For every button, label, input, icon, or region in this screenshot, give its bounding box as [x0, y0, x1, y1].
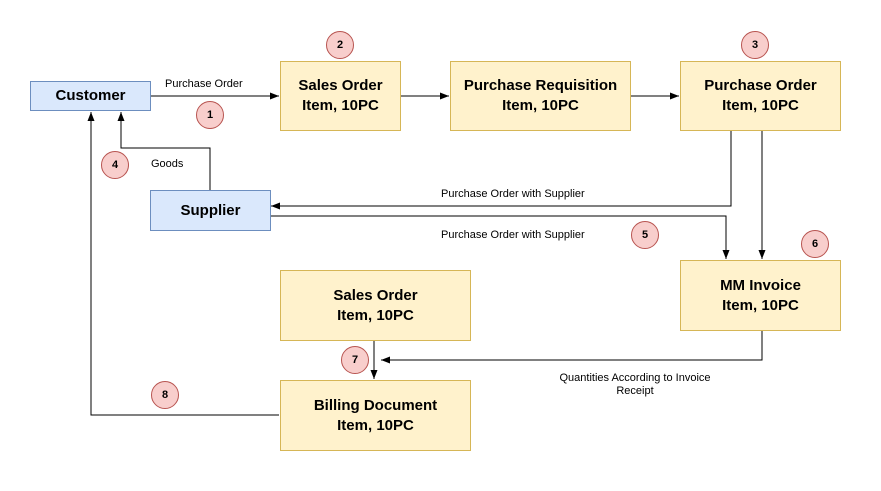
- mm-invoice-node: MM Invoice Item, 10PC: [680, 260, 841, 331]
- step-badge-2: 2: [326, 31, 354, 59]
- step-badge-5: 5: [631, 221, 659, 249]
- sales-order-bottom-item: Item, 10PC: [337, 306, 414, 324]
- step-badge-6: 6: [801, 230, 829, 258]
- mm-invoice-item: Item, 10PC: [722, 296, 799, 314]
- step-badge-3: 3: [741, 31, 769, 59]
- edge-label-po-with-supplier-1: Purchase Order with Supplier: [441, 188, 585, 200]
- edge-label-po-with-supplier-2: Purchase Order with Supplier: [441, 229, 585, 241]
- edge-label-goods: Goods: [151, 158, 184, 170]
- purchase-requisition-node: Purchase Requisition Item, 10PC: [450, 61, 631, 131]
- sales-order-bottom-node: Sales Order Item, 10PC: [280, 270, 471, 341]
- edge-supplier-goods-to-customer: [117, 112, 211, 190]
- purchase-order-node: Purchase Order Item, 10PC: [680, 61, 841, 131]
- sales-order-top-item: Item, 10PC: [302, 97, 379, 114]
- customer-node: Customer: [30, 81, 151, 111]
- step-badge-8: 8: [151, 381, 179, 409]
- edge-billing-to-customer: [87, 112, 279, 416]
- sales-order-top-title: Sales Order: [298, 77, 383, 94]
- supplier-label: Supplier: [180, 201, 241, 219]
- edge-label-quantities-line1: Quantities According to Invoice: [559, 372, 711, 384]
- edge-mm-invoice-to-billing: [381, 331, 763, 364]
- edge-label-purchase-order: Purchase Order: [165, 78, 243, 90]
- edge-purchase-order-to-supplier: [271, 131, 732, 210]
- billing-document-item: Item, 10PC: [337, 416, 414, 434]
- purchase-order-item: Item, 10PC: [722, 97, 799, 114]
- step-badge-7: 7: [341, 346, 369, 374]
- sales-order-bottom-title: Sales Order: [333, 286, 418, 304]
- supplier-node: Supplier: [150, 190, 271, 231]
- edge-label-quantities: Quantities According to Invoice Receipt: [540, 372, 730, 398]
- mm-invoice-title: MM Invoice: [720, 276, 801, 294]
- edge-label-quantities-line2: Receipt: [616, 385, 654, 397]
- billing-document-node: Billing Document Item, 10PC: [280, 380, 471, 451]
- billing-document-title: Billing Document: [313, 396, 438, 414]
- purchase-requisition-title: Purchase Requisition: [463, 77, 618, 94]
- customer-label: Customer: [55, 87, 126, 104]
- edge-supplier-to-mm-invoice: [271, 215, 730, 259]
- step-badge-4: 4: [101, 151, 129, 179]
- purchase-requisition-item: Item, 10PC: [502, 97, 579, 114]
- step-badge-1: 1: [196, 101, 224, 129]
- sales-order-top-node: Sales Order Item, 10PC: [280, 61, 401, 131]
- purchase-order-title: Purchase Order: [704, 77, 817, 94]
